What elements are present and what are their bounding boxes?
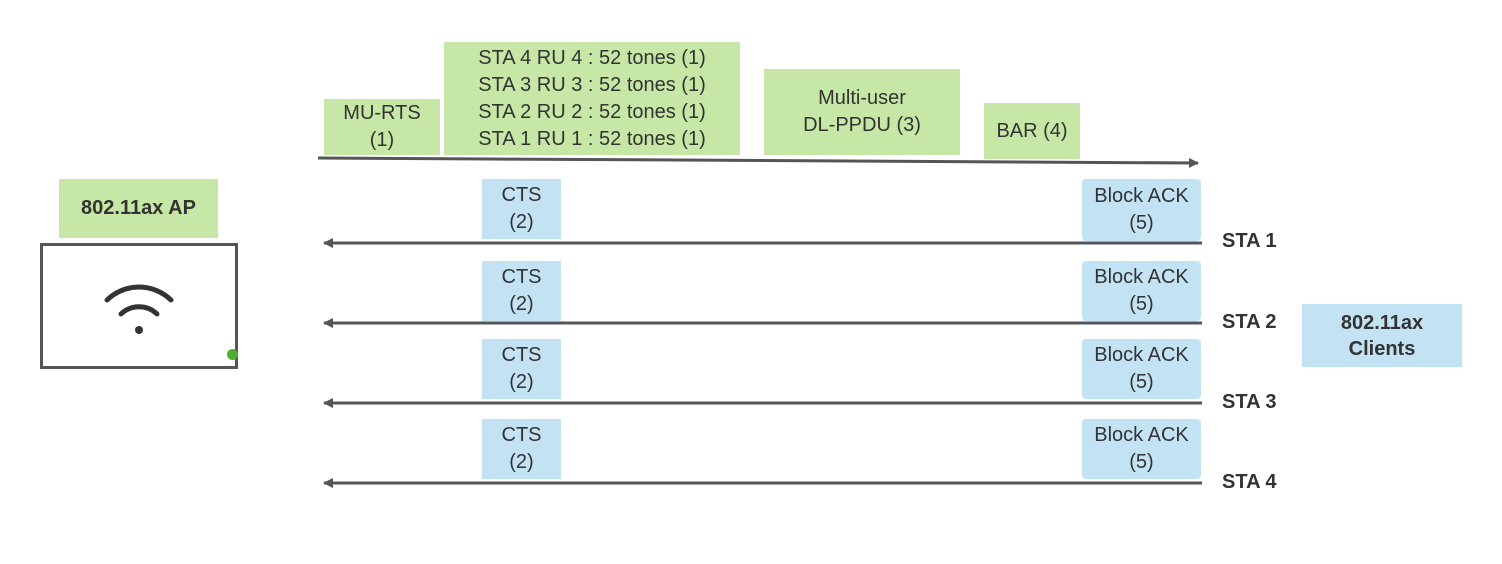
- ack-line2: (5): [1129, 371, 1154, 393]
- bar-frame: BAR (4): [984, 103, 1080, 159]
- block-ack-frame-sta2: Block ACK (5): [1082, 261, 1201, 321]
- mu-rts-line2: (1): [369, 129, 395, 151]
- block-ack-frame-sta4: Block ACK (5): [1082, 419, 1201, 479]
- ack-line1: Block ACK: [1094, 266, 1189, 288]
- ack-line1: Block ACK: [1094, 185, 1189, 207]
- station-label-sta3: STA 3: [1222, 391, 1277, 413]
- ru-alloc-line: STA 3 RU 3 : 52 tones (1): [478, 73, 706, 96]
- status-led: [227, 349, 238, 360]
- cts-frame-sta1: CTS (2): [482, 179, 561, 239]
- ru-allocation-frame: STA 4 RU 4 : 52 tones (1) STA 3 RU 3 : 5…: [444, 42, 740, 155]
- cts-frame-sta3: CTS (2): [482, 339, 561, 399]
- station-label-sta4: STA 4: [1222, 471, 1277, 493]
- station-label-sta2: STA 2: [1222, 311, 1277, 333]
- ack-line1: Block ACK: [1094, 424, 1189, 446]
- clients-label: 802.11ax Clients: [1302, 304, 1462, 367]
- dl-ppdu-line1: Multi-user: [818, 87, 906, 109]
- ack-line2: (5): [1129, 212, 1154, 234]
- station-label-sta1: STA 1: [1222, 230, 1277, 252]
- clients-label-line1: 802.11ax: [1340, 311, 1424, 334]
- ru-alloc-line: STA 1 RU 1 : 52 tones (1): [478, 127, 706, 150]
- cts-line1: CTS: [501, 184, 542, 206]
- ack-line2: (5): [1129, 293, 1154, 315]
- ap-label: 802.11ax AP: [59, 179, 218, 238]
- dl-ppdu-frame: Multi-user DL-PPDU (3): [764, 69, 960, 155]
- access-point-device: [40, 243, 238, 369]
- cts-frame-sta2: CTS (2): [482, 261, 561, 321]
- cts-line2: (2): [509, 371, 534, 393]
- mu-rts-line1: MU-RTS: [343, 102, 421, 124]
- dl-ppdu-line2: DL-PPDU (3): [803, 114, 921, 136]
- cts-line2: (2): [509, 211, 534, 233]
- clients-label-line2: Clients: [1348, 337, 1416, 360]
- wifi-icon: [104, 284, 174, 334]
- mu-rts-frame: MU-RTS (1): [324, 99, 440, 155]
- block-ack-frame-sta3: Block ACK (5): [1082, 339, 1201, 399]
- ap-label-text: 802.11ax AP: [81, 197, 196, 219]
- cts-line1: CTS: [501, 344, 542, 366]
- cts-frame-sta4: CTS (2): [482, 419, 561, 479]
- cts-line2: (2): [509, 451, 534, 473]
- ack-line2: (5): [1129, 451, 1154, 473]
- cts-line2: (2): [509, 293, 534, 315]
- cts-line1: CTS: [501, 266, 542, 288]
- ru-alloc-line: STA 4 RU 4 : 52 tones (1): [478, 46, 706, 69]
- ack-line1: Block ACK: [1094, 344, 1189, 366]
- cts-line1: CTS: [501, 424, 542, 446]
- ru-alloc-line: STA 2 RU 2 : 52 tones (1): [478, 100, 706, 123]
- bar-text: BAR (4): [996, 119, 1068, 142]
- downlink-arrow: [317, 156, 1199, 168]
- block-ack-frame-sta1: Block ACK (5): [1082, 179, 1201, 241]
